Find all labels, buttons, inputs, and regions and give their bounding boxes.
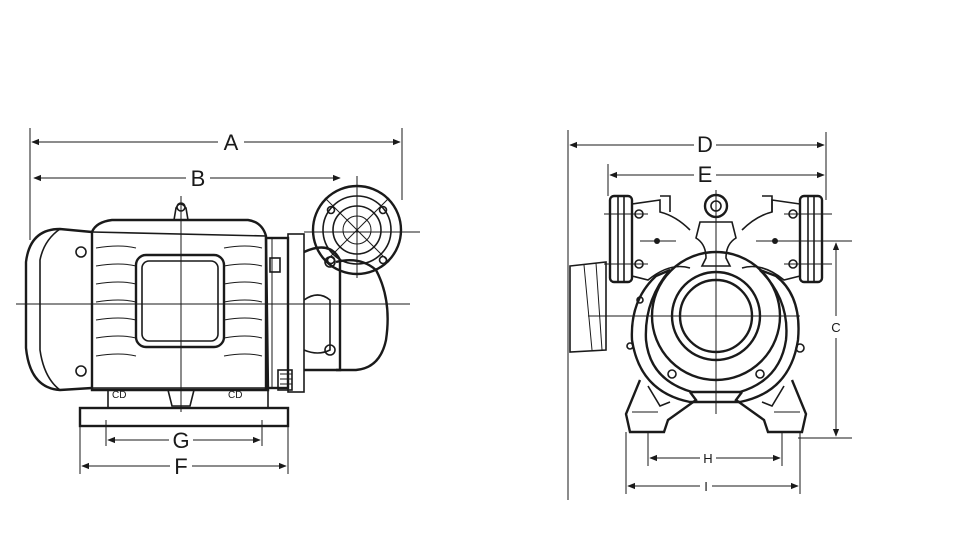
dimension-i: I: [625, 432, 801, 494]
dimension-c: C: [798, 240, 852, 439]
end-center-lines: [588, 224, 800, 414]
side-view: A B: [16, 128, 420, 479]
pump-casing-side: [303, 246, 389, 372]
dimension-e-label: E: [698, 162, 713, 187]
dimension-b: B: [33, 166, 341, 191]
dimension-e: E: [607, 162, 825, 196]
motor-end-bell: [24, 227, 93, 392]
dimension-b-label: B: [191, 166, 206, 191]
dimension-f-label: F: [174, 454, 187, 479]
left-flange: [604, 194, 691, 284]
dimension-d-label: D: [697, 132, 713, 157]
motor-body: [90, 202, 270, 392]
dimension-h-label: H: [703, 451, 712, 466]
dimension-a-label: A: [224, 130, 239, 155]
side-center-lines: [16, 176, 420, 412]
dimension-i-label: I: [704, 479, 708, 494]
dimension-g-label: G: [172, 428, 189, 453]
base-plate: [78, 406, 290, 474]
dimension-g: G: [107, 428, 261, 453]
motor-end-profile: [569, 261, 607, 353]
dimension-f: F: [81, 454, 287, 479]
dimension-a: A: [29, 128, 403, 240]
pump-feet: [624, 379, 808, 434]
dimension-d: D: [567, 130, 827, 500]
cd-label-right: CD: [228, 390, 242, 401]
dimension-h: H: [647, 432, 783, 466]
motor-feet: CD CD: [107, 389, 269, 409]
pump-adapter: [264, 233, 305, 393]
dimension-c-label: C: [831, 320, 840, 335]
end-view: D E: [567, 130, 852, 500]
cd-label-left: CD: [112, 390, 126, 401]
